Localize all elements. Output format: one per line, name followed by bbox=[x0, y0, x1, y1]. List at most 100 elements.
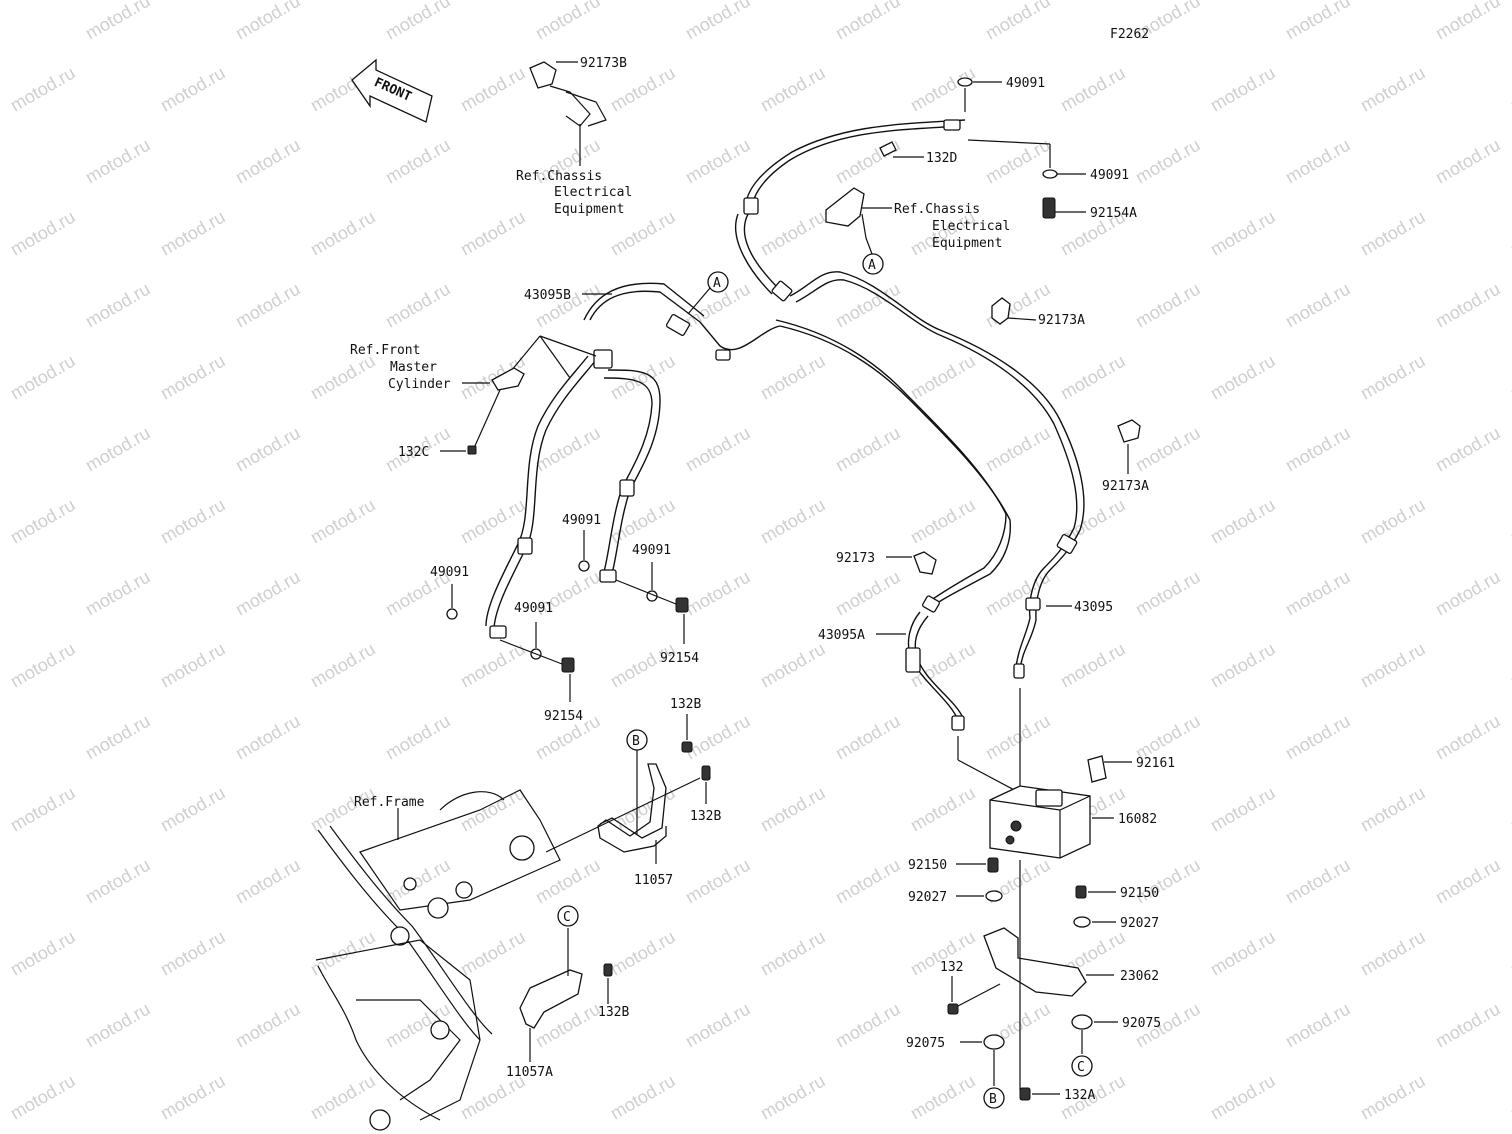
watermark-text: motod.ru bbox=[232, 999, 304, 1052]
bracket-11057a bbox=[519, 928, 613, 1062]
watermark-text: motod.ru bbox=[1432, 711, 1504, 764]
watermark-text: motod.ru bbox=[0, 135, 4, 188]
watermark-text: motod.ru bbox=[607, 351, 679, 404]
watermark-text: motod.ru bbox=[757, 927, 829, 980]
watermark-text: motod.ru bbox=[7, 783, 79, 836]
svg-text:B: B bbox=[989, 1092, 997, 1107]
watermark-text: motod.ru bbox=[1282, 999, 1354, 1052]
watermark-text: motod.ru bbox=[157, 639, 229, 692]
watermark-text: motod.ru bbox=[757, 783, 829, 836]
label-92150-2: 92150 bbox=[1120, 886, 1159, 901]
watermark-text: motod.ru bbox=[1132, 279, 1204, 332]
brake-pipe-43095b bbox=[583, 282, 1012, 609]
watermark-text: motod.ru bbox=[457, 207, 529, 260]
watermark-text: motod.ru bbox=[157, 783, 229, 836]
watermark-text: motod.ru bbox=[757, 207, 829, 260]
watermark-text: motod.ru bbox=[7, 495, 79, 548]
ref-master-cyl-line1: Ref.Front bbox=[350, 343, 420, 358]
label-92154-2: 92154 bbox=[544, 709, 583, 724]
watermark-text: motod.ru bbox=[1432, 135, 1504, 188]
watermark-text: motod.ru bbox=[1132, 423, 1204, 476]
watermark-text: motod.ru bbox=[682, 999, 754, 1052]
watermark-text: motod.ru bbox=[682, 423, 754, 476]
watermark-text: motod.ru bbox=[382, 711, 454, 764]
label-49091-l1: 49091 bbox=[562, 513, 601, 528]
watermark-text: motod.ru bbox=[682, 135, 754, 188]
watermark-text: motod.ru bbox=[157, 1071, 229, 1124]
watermark-text: motod.ru bbox=[232, 855, 304, 908]
ref-frame: Ref.Frame bbox=[354, 795, 425, 810]
watermark-text: motod.ru bbox=[757, 63, 829, 116]
watermark-text: motod.ru bbox=[682, 855, 754, 908]
label-132b-3: 132B bbox=[598, 1005, 629, 1020]
watermark-text: motod.ru bbox=[82, 999, 154, 1052]
watermark-text: motod.ru bbox=[0, 855, 4, 908]
watermark-text: motod.ru bbox=[1207, 207, 1279, 260]
watermark-text: motod.ru bbox=[307, 207, 379, 260]
watermark-text: motod.ru bbox=[832, 423, 904, 476]
watermark-text: motod.ru bbox=[82, 423, 154, 476]
watermark-text: motod.ru bbox=[682, 711, 754, 764]
watermark-text: motod.ru bbox=[1507, 495, 1512, 548]
watermark-text: motod.ru bbox=[307, 927, 379, 980]
ref-master-cyl-line2: Master bbox=[390, 360, 437, 375]
watermark-text: motod.ru bbox=[1357, 927, 1429, 980]
watermark-text: motod.ru bbox=[1432, 279, 1504, 332]
watermark-text: motod.ru bbox=[907, 1071, 979, 1124]
clamp-92173b bbox=[529, 61, 607, 166]
watermark-text: motod.ru bbox=[1507, 1071, 1512, 1124]
label-43095b: 43095B bbox=[524, 288, 571, 303]
watermark-text: motod.ru bbox=[1357, 1071, 1429, 1124]
watermark-text: motod.ru bbox=[1282, 567, 1354, 620]
watermark-text: motod.ru bbox=[232, 423, 304, 476]
label-23062: 23062 bbox=[1120, 969, 1159, 984]
watermark-text: motod.ru bbox=[1432, 567, 1504, 620]
ref-chassis-1-line1: Ref.Chassis bbox=[516, 169, 602, 184]
label-49091-l3: 49091 bbox=[430, 565, 469, 580]
callout-b-left: B bbox=[626, 729, 648, 751]
watermark-text: motod.ru bbox=[1432, 0, 1504, 43]
watermark-text: motod.ru bbox=[757, 1071, 829, 1124]
watermark-text: motod.ru bbox=[832, 855, 904, 908]
watermark-text: motod.ru bbox=[1507, 927, 1512, 980]
watermark-text: motod.ru bbox=[7, 927, 79, 980]
watermark-text: motod.ru bbox=[1507, 351, 1512, 404]
ref-chassis-2-line3: Equipment bbox=[932, 236, 1002, 251]
watermark-text: motod.ru bbox=[1207, 783, 1279, 836]
abs-mount-fasteners bbox=[947, 857, 1118, 1101]
label-92173a-2: 92173A bbox=[1102, 479, 1149, 494]
label-132: 132 bbox=[940, 960, 963, 975]
master-cylinder-bracket bbox=[440, 367, 525, 455]
callout-a-upper: A bbox=[862, 253, 884, 275]
watermark-text: motod.ru bbox=[7, 351, 79, 404]
watermark-text: motod.ru bbox=[7, 63, 79, 116]
watermark-text: motod.ru bbox=[532, 423, 604, 476]
watermark-text: motod.ru bbox=[157, 207, 229, 260]
upper-brake-hose bbox=[735, 119, 966, 302]
watermark-text: motod.ru bbox=[982, 0, 1054, 43]
watermark-text: motod.ru bbox=[0, 423, 4, 476]
left-brake-hoses bbox=[485, 335, 661, 639]
watermark-text: motod.ru bbox=[457, 927, 529, 980]
watermark-text: motod.ru bbox=[157, 63, 229, 116]
watermark-text: motod.ru bbox=[682, 567, 754, 620]
watermark-text: motod.ru bbox=[1207, 63, 1279, 116]
watermark-text: motod.ru bbox=[457, 63, 529, 116]
ref-chassis-1-line3: Equipment bbox=[554, 202, 624, 217]
label-49091-l4: 49091 bbox=[514, 601, 553, 616]
label-132c: 132C bbox=[398, 445, 429, 460]
watermark-text: motod.ru bbox=[1132, 135, 1204, 188]
frame-outline bbox=[315, 789, 561, 1131]
ref-master-cyl-line3: Cylinder bbox=[388, 377, 451, 392]
label-92154a: 92154A bbox=[1090, 206, 1137, 221]
brake-pipe-43095 bbox=[789, 271, 1085, 679]
watermark-text: motod.ru bbox=[907, 783, 979, 836]
watermark-text: motod.ru bbox=[157, 495, 229, 548]
watermark-text: motod.ru bbox=[1357, 639, 1429, 692]
watermark-text: motod.ru bbox=[1282, 135, 1354, 188]
watermark-text: motod.ru bbox=[1357, 63, 1429, 116]
watermark-text: motod.ru bbox=[0, 711, 4, 764]
watermark-text: motod.ru bbox=[307, 351, 379, 404]
watermark-text: motod.ru bbox=[1507, 639, 1512, 692]
